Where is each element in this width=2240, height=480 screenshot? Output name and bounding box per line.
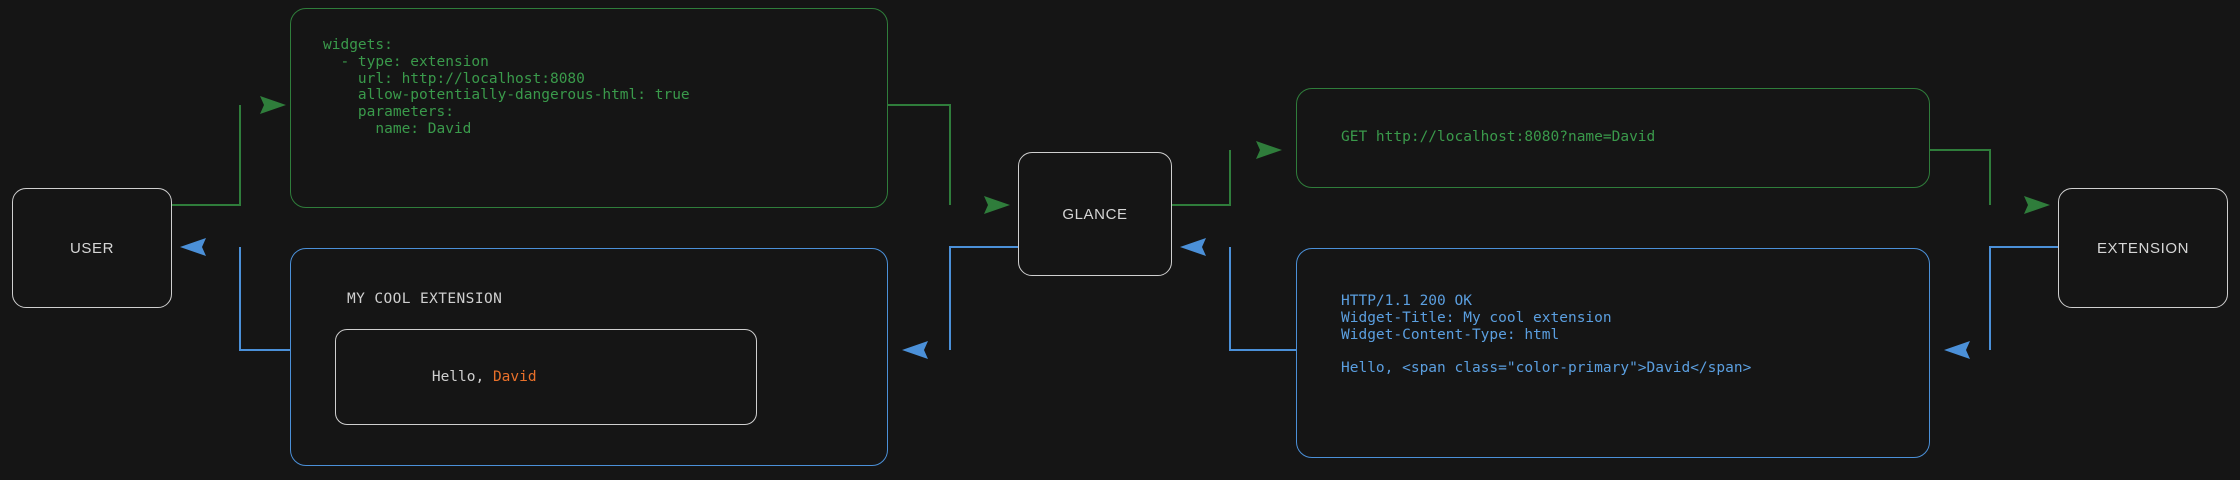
edge-config-to-glance [888, 104, 951, 205]
edge-extension-to-response [1989, 246, 2058, 350]
node-glance-label: GLANCE [1062, 205, 1128, 223]
rendered-widget-greeting: Hello, David [362, 353, 537, 401]
greeting-prefix: Hello, [431, 369, 493, 385]
arrowhead-glance-in [984, 196, 1010, 214]
http-response-text: HTTP/1.1 200 OK Widget-Title: My cool ex… [1341, 293, 1752, 377]
node-user-label: USER [69, 239, 115, 257]
arrowhead-config-in [260, 96, 286, 114]
arrowhead-rendered-in [902, 341, 928, 359]
rendered-widget-box[interactable]: MY COOL EXTENSION Hello, David [290, 248, 888, 466]
node-glance[interactable]: GLANCE [1018, 152, 1172, 276]
http-response-box[interactable]: HTTP/1.1 200 OK Widget-Title: My cool ex… [1296, 248, 1930, 458]
arrowhead-glance-in-blue [1180, 238, 1206, 256]
rendered-widget-title: MY COOL EXTENSION [347, 291, 503, 307]
arrowhead-user-in [180, 238, 206, 256]
widget-config-yaml-text: widgets: - type: extension url: http://l… [323, 37, 690, 137]
node-extension[interactable]: EXTENSION [2058, 188, 2228, 308]
arrowhead-response-in [1944, 341, 1970, 359]
http-request-text: GET http://localhost:8080?name=David [1341, 129, 1656, 145]
arrowhead-request-in [1256, 141, 1282, 159]
node-extension-label: EXTENSION [2096, 239, 2190, 257]
arrowhead-extension-in [2024, 196, 2050, 214]
edge-glance-to-request [1172, 150, 1231, 206]
widget-config-yaml-box[interactable]: widgets: - type: extension url: http://l… [290, 8, 888, 208]
rendered-widget-card: Hello, David [335, 329, 757, 425]
edge-user-to-config [172, 105, 241, 206]
node-user[interactable]: USER [12, 188, 172, 308]
edge-response-to-glance [1229, 247, 1296, 351]
edge-glance-to-rendered [949, 246, 1018, 350]
edge-request-to-extension [1930, 149, 1991, 205]
http-request-box[interactable]: GET http://localhost:8080?name=David [1296, 88, 1930, 188]
greeting-name: David [492, 369, 537, 385]
